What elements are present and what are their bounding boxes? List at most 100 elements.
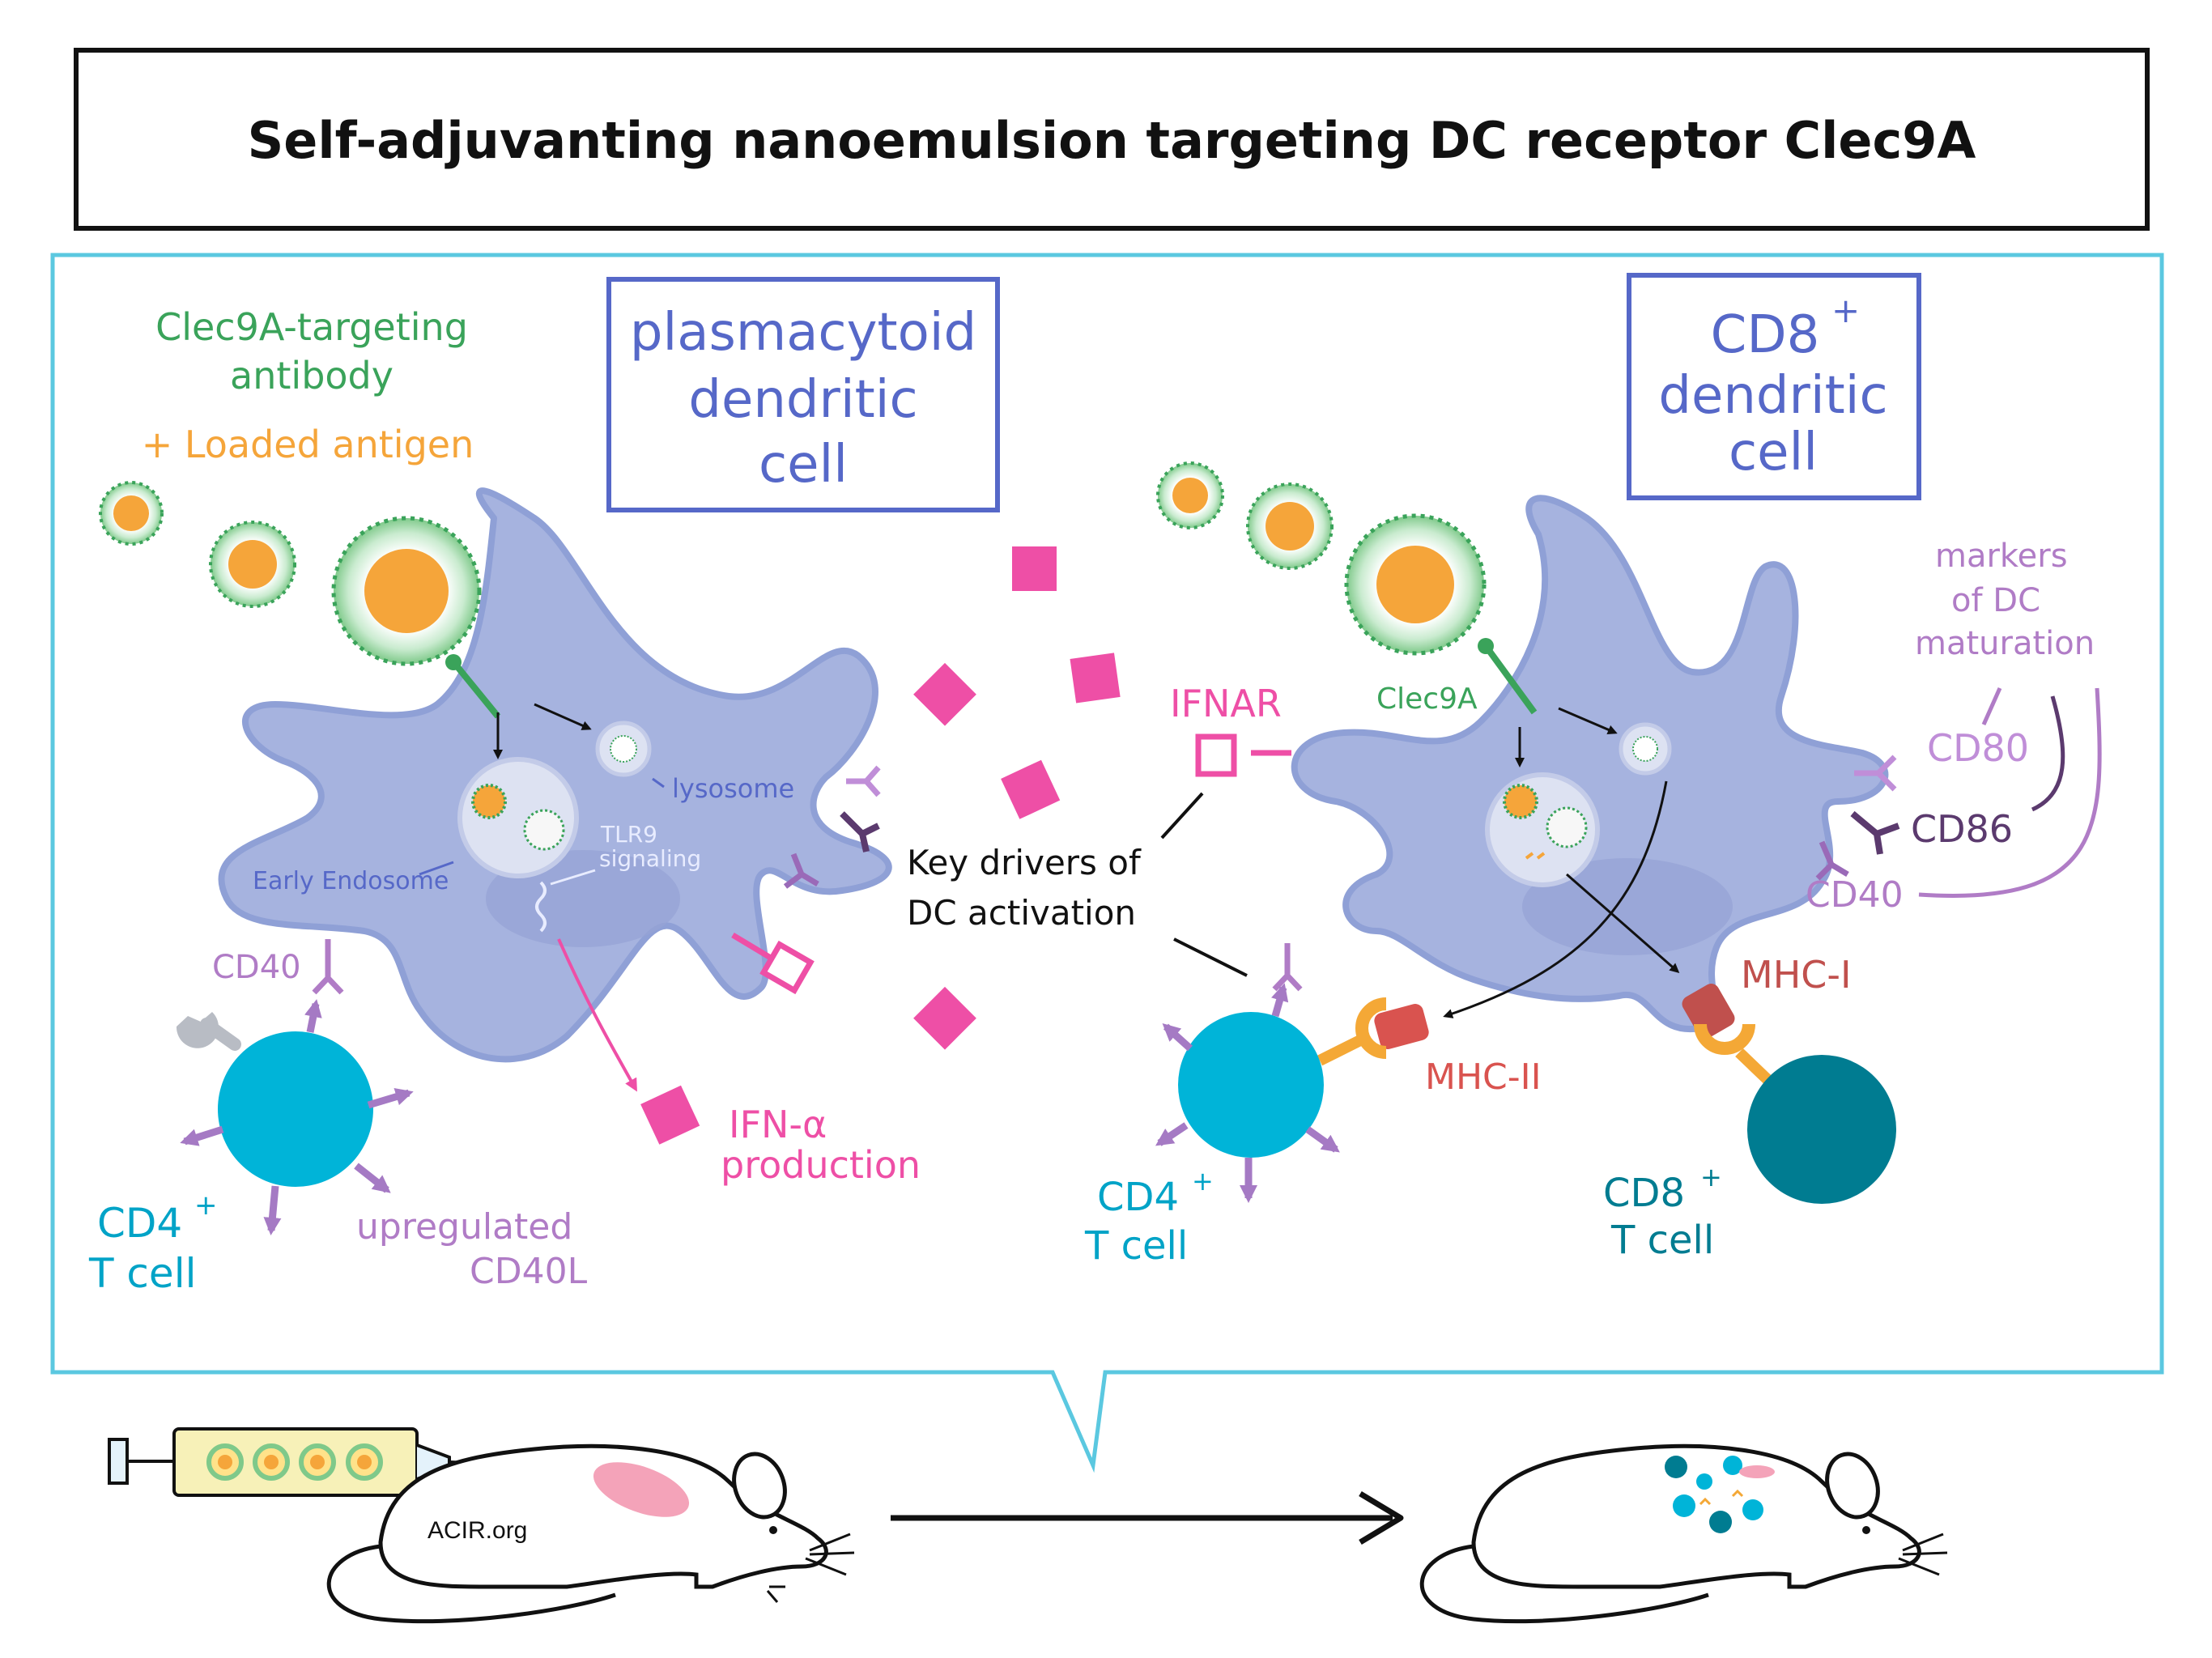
clec9a-label: Clec9A xyxy=(1376,682,1478,716)
mouse-after xyxy=(1419,1443,1948,1624)
lysosome-particle xyxy=(610,735,637,763)
wrench-icon xyxy=(176,1012,241,1051)
cd4-right-sup: + xyxy=(1192,1166,1214,1197)
cd40l-label-2: CD40L xyxy=(470,1251,588,1292)
marker-bracket-cd86 xyxy=(2031,695,2065,812)
markers-label-1: markers xyxy=(1935,538,2068,575)
pdc-receptor-cd80 xyxy=(846,765,881,797)
lysosome-pointer xyxy=(652,777,665,789)
tlr9-label-2: signaling xyxy=(599,845,701,872)
clec9a-antibody-head xyxy=(445,654,462,670)
cd8-t-cell xyxy=(1747,1055,1896,1204)
cd40-right-label: CD40 xyxy=(1806,874,1904,916)
legend-line-3: + Loaded antigen xyxy=(142,423,474,466)
cd8-t-sup: + xyxy=(1700,1162,1722,1192)
early-endosome-label: Early Endosome xyxy=(253,867,449,895)
title-text: Self-adjuvanting nanoemulsion targeting … xyxy=(248,111,1976,170)
cd86-label: CD86 xyxy=(1911,807,2013,851)
tlr9-label-1: TLR9 xyxy=(600,821,657,848)
clec9a-antibody xyxy=(452,661,501,719)
mhc2-label: MHC-II xyxy=(1425,1056,1542,1098)
markers-label-2: of DC xyxy=(1951,582,2040,619)
cd40-receptor-right xyxy=(1815,840,1849,881)
cd8-t-label-2: T cell xyxy=(1610,1218,1714,1263)
mouse-before-eye xyxy=(769,1526,777,1534)
immune-response-cells xyxy=(1665,1456,1775,1533)
cd40l-label-1: upregulated xyxy=(356,1206,572,1248)
nanoemulsion-particle-right-small xyxy=(1156,461,1224,529)
cd80-receptor xyxy=(1854,755,1897,792)
ifn-label-2: production xyxy=(721,1143,921,1187)
cd4-t-cell-right xyxy=(1178,1012,1324,1158)
legend-line-1: Clec9A-targeting xyxy=(155,305,468,349)
endosome-particle-2 xyxy=(523,809,565,851)
pdc-ifnar-receptor xyxy=(731,932,815,995)
marker-bracket-cd80 xyxy=(1981,687,2002,726)
cd4-left-label-2: T cell xyxy=(88,1250,196,1297)
cd8-dc-line-2: dendritic xyxy=(1658,366,1887,426)
cd8-t-label-1: CD8 xyxy=(1603,1171,1685,1216)
cd8-dc-sup: + xyxy=(1831,291,1860,330)
pdc-line-3: cell xyxy=(759,435,848,495)
cd4-t-cell-left xyxy=(218,1031,373,1187)
clec9a-antibody-head-right xyxy=(1478,638,1494,654)
tlr9-receptor xyxy=(535,881,547,933)
mouse-after-eye xyxy=(1862,1526,1870,1534)
cd86-receptor xyxy=(1850,810,1900,855)
arrow-to-lysosome-right xyxy=(1558,707,1618,734)
cd8-dc-line-3: cell xyxy=(1729,423,1818,483)
cd4-right-label-1: CD4 xyxy=(1097,1175,1179,1220)
callout-panel xyxy=(50,253,2164,1473)
acir-watermark: ACIR.org xyxy=(428,1517,527,1544)
cd4-left-label-1: CD4 xyxy=(97,1200,182,1247)
endosome-right-particle-1 xyxy=(1503,784,1538,819)
processed-antigen xyxy=(1525,852,1546,860)
nanoemulsion-particle-large xyxy=(331,516,482,666)
markers-label-3: maturation xyxy=(1915,625,2095,662)
pdc-label-box xyxy=(606,277,1000,512)
nanoemulsion-particle-small xyxy=(99,481,164,546)
pdc-line-2: dendritic xyxy=(688,370,917,430)
cd40l-ligands-right xyxy=(1155,983,1340,1203)
legend: Clec9A-targeting antibody + Loaded antig… xyxy=(142,305,474,466)
mouse-before xyxy=(326,1443,855,1624)
endosome-right-particle-2 xyxy=(1546,806,1588,848)
pdc-cd40-receptor xyxy=(312,939,344,995)
nanoemulsion-particle-right-medium xyxy=(1246,483,1334,570)
nanoemulsion-particle-right-large xyxy=(1344,513,1487,656)
ifnar-receptor xyxy=(1195,733,1237,777)
cd40-left-label: CD40 xyxy=(212,949,301,986)
key-drivers-label-2: DC activation xyxy=(907,893,1136,933)
mhc1-label: MHC-I xyxy=(1741,953,1852,997)
cd4-right-label-2: T cell xyxy=(1084,1223,1188,1269)
title-box xyxy=(74,48,2150,231)
clec9a-antibody-right xyxy=(1485,647,1538,715)
injection-site xyxy=(593,1462,690,1517)
lysosome-right-particle xyxy=(1632,736,1658,762)
pdc-receptor-cd40 xyxy=(783,852,819,889)
ifn-alpha-molecules xyxy=(640,546,1121,1145)
key-drivers-line-ifnar xyxy=(1160,792,1204,840)
ifnar-label: IFNAR xyxy=(1170,682,1282,725)
arrow-to-lysosome xyxy=(534,703,592,730)
pdc-receptor-cd86 xyxy=(840,811,880,852)
cd40l-ligands-left xyxy=(180,999,414,1235)
key-drivers-line-cd40 xyxy=(1173,937,1248,977)
key-drivers-label-1: Key drivers of xyxy=(907,843,1142,882)
pdc-line-1: plasmacytoid xyxy=(630,303,976,363)
tlr9-pointer xyxy=(550,869,596,886)
marker-bracket-cd40 xyxy=(1918,687,2102,898)
mhc2-complex xyxy=(1317,997,1429,1066)
cd4-left-sup: + xyxy=(194,1189,218,1222)
legend-line-2: antibody xyxy=(230,354,393,397)
arrow-to-mhc1 xyxy=(1566,873,1680,973)
ifn-label-1: IFN-α xyxy=(729,1103,827,1146)
nanoemulsion-particle-medium xyxy=(209,521,296,608)
cd8-dc-line-1: CD8 xyxy=(1711,305,1820,365)
lysosome-label: lysosome xyxy=(672,773,794,804)
endosome-pointer xyxy=(419,861,454,876)
cd8-dc-label-box xyxy=(1627,273,1921,500)
cd80-label: CD80 xyxy=(1927,726,2029,770)
progression-arrow-head xyxy=(1359,1490,1404,1545)
